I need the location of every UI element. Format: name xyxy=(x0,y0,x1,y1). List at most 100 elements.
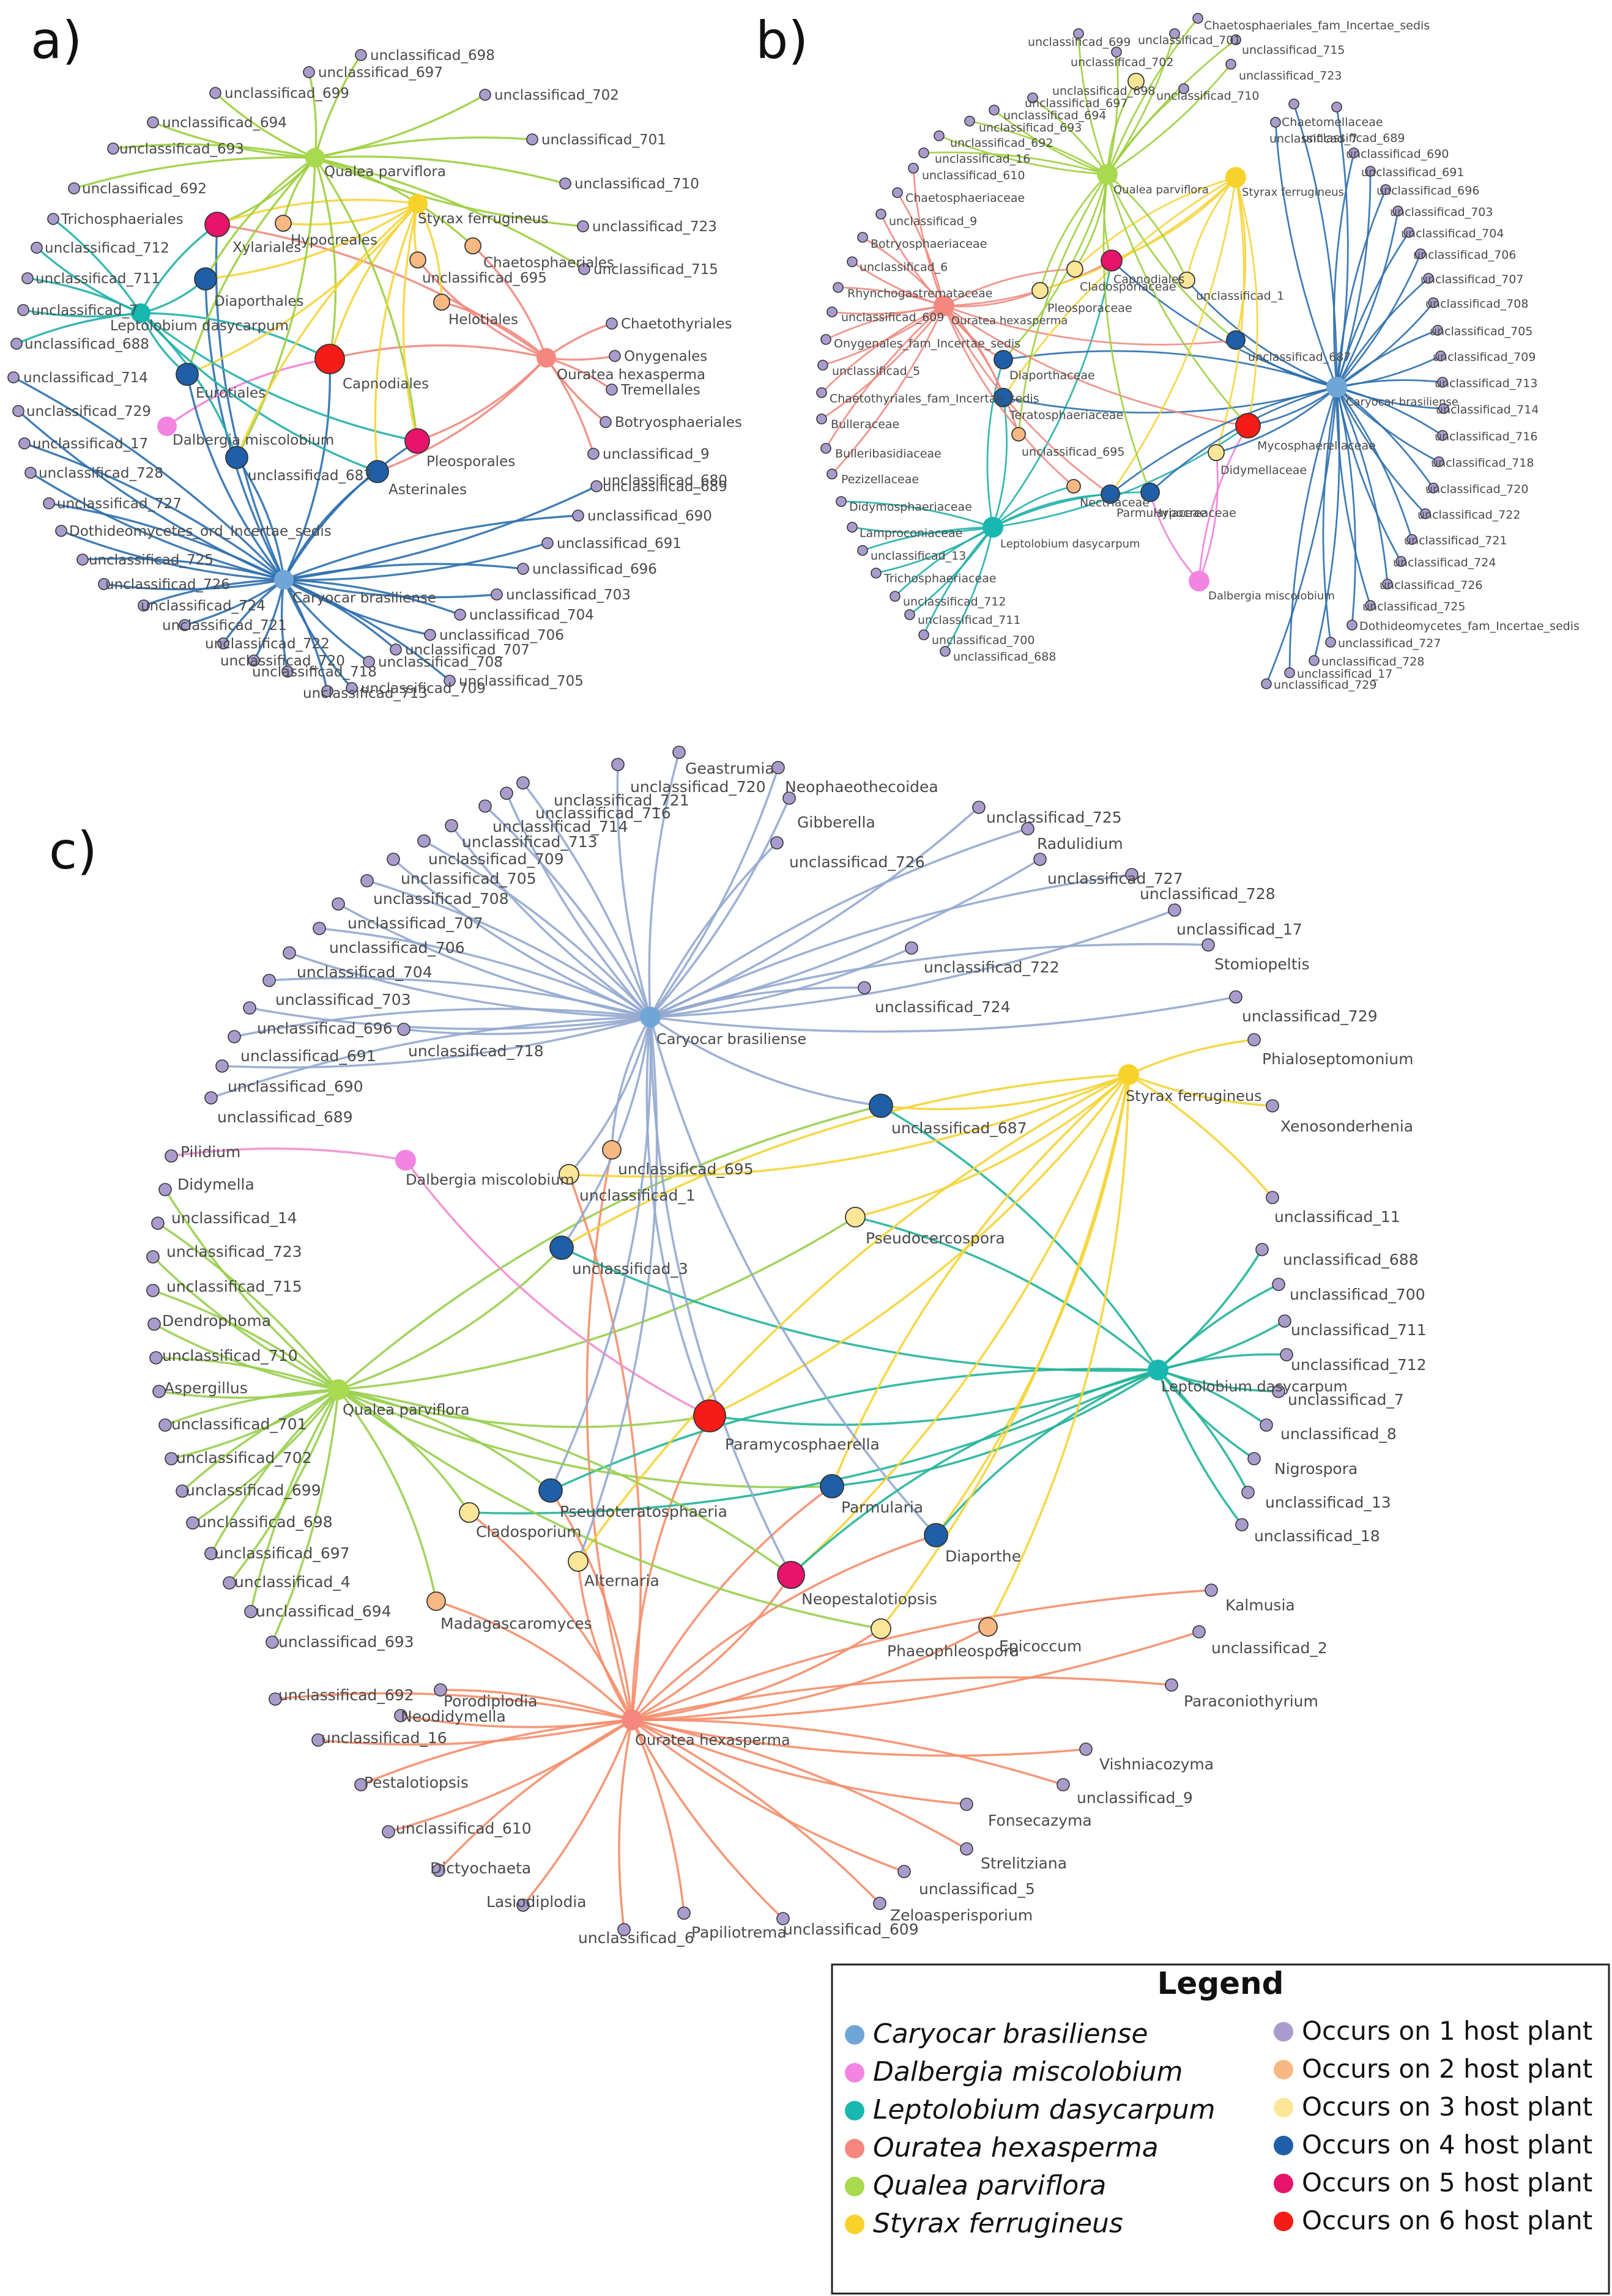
node-b-unclassificad_712 xyxy=(890,591,901,602)
node-c-unclassificad_695 xyxy=(602,1140,622,1160)
shared-taxon-label: Neopestalotiopsis xyxy=(801,1590,937,1608)
host-label: Dalbergia miscolobium xyxy=(1208,590,1335,602)
leaf-label: unclassificad_13 xyxy=(1265,1494,1391,1511)
leaf-label: unclassificad_711 xyxy=(918,613,1020,627)
shared-taxon-label: unclassificad_3 xyxy=(572,1260,688,1278)
node-c-Geastrumia xyxy=(672,746,686,759)
node-c-unclassificad_5 xyxy=(897,1865,911,1878)
node-b-unclassificad_5 xyxy=(817,360,828,371)
leaf-label: unclassificad_714 xyxy=(492,818,628,835)
node-b-unclassificad_706 xyxy=(1415,248,1426,259)
node-b-unclassificad_699 xyxy=(1073,28,1084,39)
shared-taxon-label: unclassificad_695 xyxy=(422,270,547,286)
leaf-label: unclassificad_709 xyxy=(361,681,486,697)
shared-taxon-label: Asterinales xyxy=(388,482,467,498)
node-c-Gibberella xyxy=(782,791,796,805)
shared-taxon-label: Hypocreales xyxy=(291,232,377,248)
leaf-label: unclassificad_689 xyxy=(217,1108,353,1126)
edges-c xyxy=(152,752,1287,1930)
shared-taxon-label: Didymellaceae xyxy=(1220,464,1307,477)
edge-b-leaf-unclassificad_712 xyxy=(894,526,994,598)
leaf-label: unclassificad_703 xyxy=(506,587,631,603)
leaf-label: unclassificad_708 xyxy=(373,890,509,908)
edge-a-leaf-unclassificad_705 xyxy=(283,579,451,682)
leaf-label: Strelitziana xyxy=(981,1854,1067,1872)
leaf-label: unclassificad_9 xyxy=(603,446,710,462)
node-c-unclassificad_609 xyxy=(776,1912,790,1925)
node-b-unclassificad_723 xyxy=(1225,59,1236,70)
leaf-label: unclassificad_723 xyxy=(166,1243,302,1261)
edge-a-shared-Diaporthales xyxy=(205,202,418,280)
node-c-unclassificad_692 xyxy=(269,1692,282,1706)
leaf-label: unclassificad_726 xyxy=(789,853,925,871)
edge-a-leaf-unclassificad_721 xyxy=(184,579,284,626)
legend-host-label: Leptolobium dasycarpum xyxy=(873,2094,1216,2125)
host-label: Styrax ferrugineus xyxy=(418,211,548,227)
leaf-label: unclassificad_715 xyxy=(166,1278,302,1295)
edge-b-shared-unclassificad_695 xyxy=(1017,174,1109,435)
leaf-label: unclassificad_694 xyxy=(256,1602,392,1620)
leaf-label: Rhynchogastremataceae xyxy=(847,287,993,300)
edge-c-shared-Pseudocercospora xyxy=(338,1216,856,1391)
node-a-unclassificad_704 xyxy=(454,609,466,621)
edge-c-shared-unclassificad_1 xyxy=(568,1073,1129,1178)
edge-b-leaf-unclassificad_707 xyxy=(1335,277,1429,388)
node-a-unclassificad_9 xyxy=(587,448,600,460)
edge-b-shared-unclassificad_687 xyxy=(943,305,1236,346)
edge-c-leaf-unclassificad_2 xyxy=(631,1631,1200,1721)
edge-b-shared-Mycosphaerellaceae xyxy=(1235,177,1258,426)
edge-c-shared-unclassificad_687 xyxy=(649,1016,882,1107)
edge-a-leaf-unclassificad_704 xyxy=(283,579,461,616)
leaf-label: unclassificad_703 xyxy=(1390,206,1493,219)
shared-taxon-label: Cladosporium xyxy=(476,1523,582,1541)
edge-c-shared-unclassificad_687 xyxy=(880,1073,1129,1111)
legend-host-swatch xyxy=(845,2025,864,2045)
leaf-label: unclassificad_729 xyxy=(1242,1007,1378,1025)
node-b-unclassificad_694 xyxy=(989,105,1000,116)
edge-c-leaf-unclassificad_718 xyxy=(403,1016,651,1035)
node-a-unclassificad_720 xyxy=(248,654,260,667)
leaf-label: Onygenales_fam_Incertae_sedis xyxy=(834,337,1020,350)
node-b-unclassificad_729 xyxy=(1261,678,1272,689)
edge-c-shared-Alternaria xyxy=(577,1561,633,1720)
node-c-unclassificad_698 xyxy=(186,1516,199,1530)
host-label: Ouratea hexasperma xyxy=(635,1731,790,1749)
edge-b-leaf-unclassificad_725 xyxy=(1335,387,1372,606)
edge-a-leaf-unclassificad_713 xyxy=(283,579,329,692)
node-b-Parmulariaceae xyxy=(1101,484,1120,504)
edge-c-leaf-unclassificad_707 xyxy=(338,903,651,1018)
edge-b-leaf-unclassificad_709 xyxy=(1336,355,1441,388)
edge-c-leaf-unclassificad_692 xyxy=(275,1692,633,1721)
host-label: Styrax ferrugineus xyxy=(1242,186,1344,199)
node-c-unclassificad_689 xyxy=(204,1091,218,1105)
node-c-Kalmusia xyxy=(1205,1583,1218,1597)
node-a-Xylariales xyxy=(204,212,230,237)
edge-a-leaf-unclassificad_726 xyxy=(103,579,284,591)
leaf-label: unclassificad_711 xyxy=(1291,1321,1427,1339)
host-node-a-leptolobium-dasycarpum xyxy=(131,303,150,323)
edge-a-leaf-unclassificad_698 xyxy=(314,54,362,158)
legend-host-label: Qualea parviflora xyxy=(873,2170,1106,2201)
node-b-unclassificad_721 xyxy=(1406,534,1417,545)
edge-c-leaf-unclassificad_610 xyxy=(388,1719,633,1833)
leaf-label: unclassificad_720 xyxy=(1425,483,1528,496)
node-b-Cladosporiaceae xyxy=(1066,261,1083,278)
node-b-Chaetosphaeriales_fam_Incertae_sedis xyxy=(1192,13,1203,24)
node-a-unclassificad_712 xyxy=(31,242,43,254)
leaf-label: Bulleraceae xyxy=(831,418,899,431)
edge-c-shared-unclassificad_1 xyxy=(568,1017,652,1176)
edge-b-shared-Parmulariaceae xyxy=(943,305,1111,495)
node-b-unclassificad_720 xyxy=(1428,483,1439,494)
node-c-Strelitziana xyxy=(960,1842,973,1856)
node-b-unclassificad_693 xyxy=(964,116,975,127)
node-c-Xenosonderhenia xyxy=(1266,1099,1279,1113)
leaf-label: Xenosonderhenia xyxy=(1280,1117,1413,1135)
leaf-label: unclassificad_725 xyxy=(89,552,214,568)
leaf-label: unclassificad_699 xyxy=(1028,35,1131,49)
leaf-label: unclassificad_5 xyxy=(832,365,920,378)
legend-title: Legend xyxy=(1157,1966,1284,2001)
host-label: Caryocar brasiliense xyxy=(292,590,436,606)
node-b-Onygenales_fam_Incertae_sedis xyxy=(820,334,831,345)
host-label: Caryocar brasiliense xyxy=(1346,396,1458,409)
edge-b-shared-Didymellaceae xyxy=(1216,386,1337,454)
